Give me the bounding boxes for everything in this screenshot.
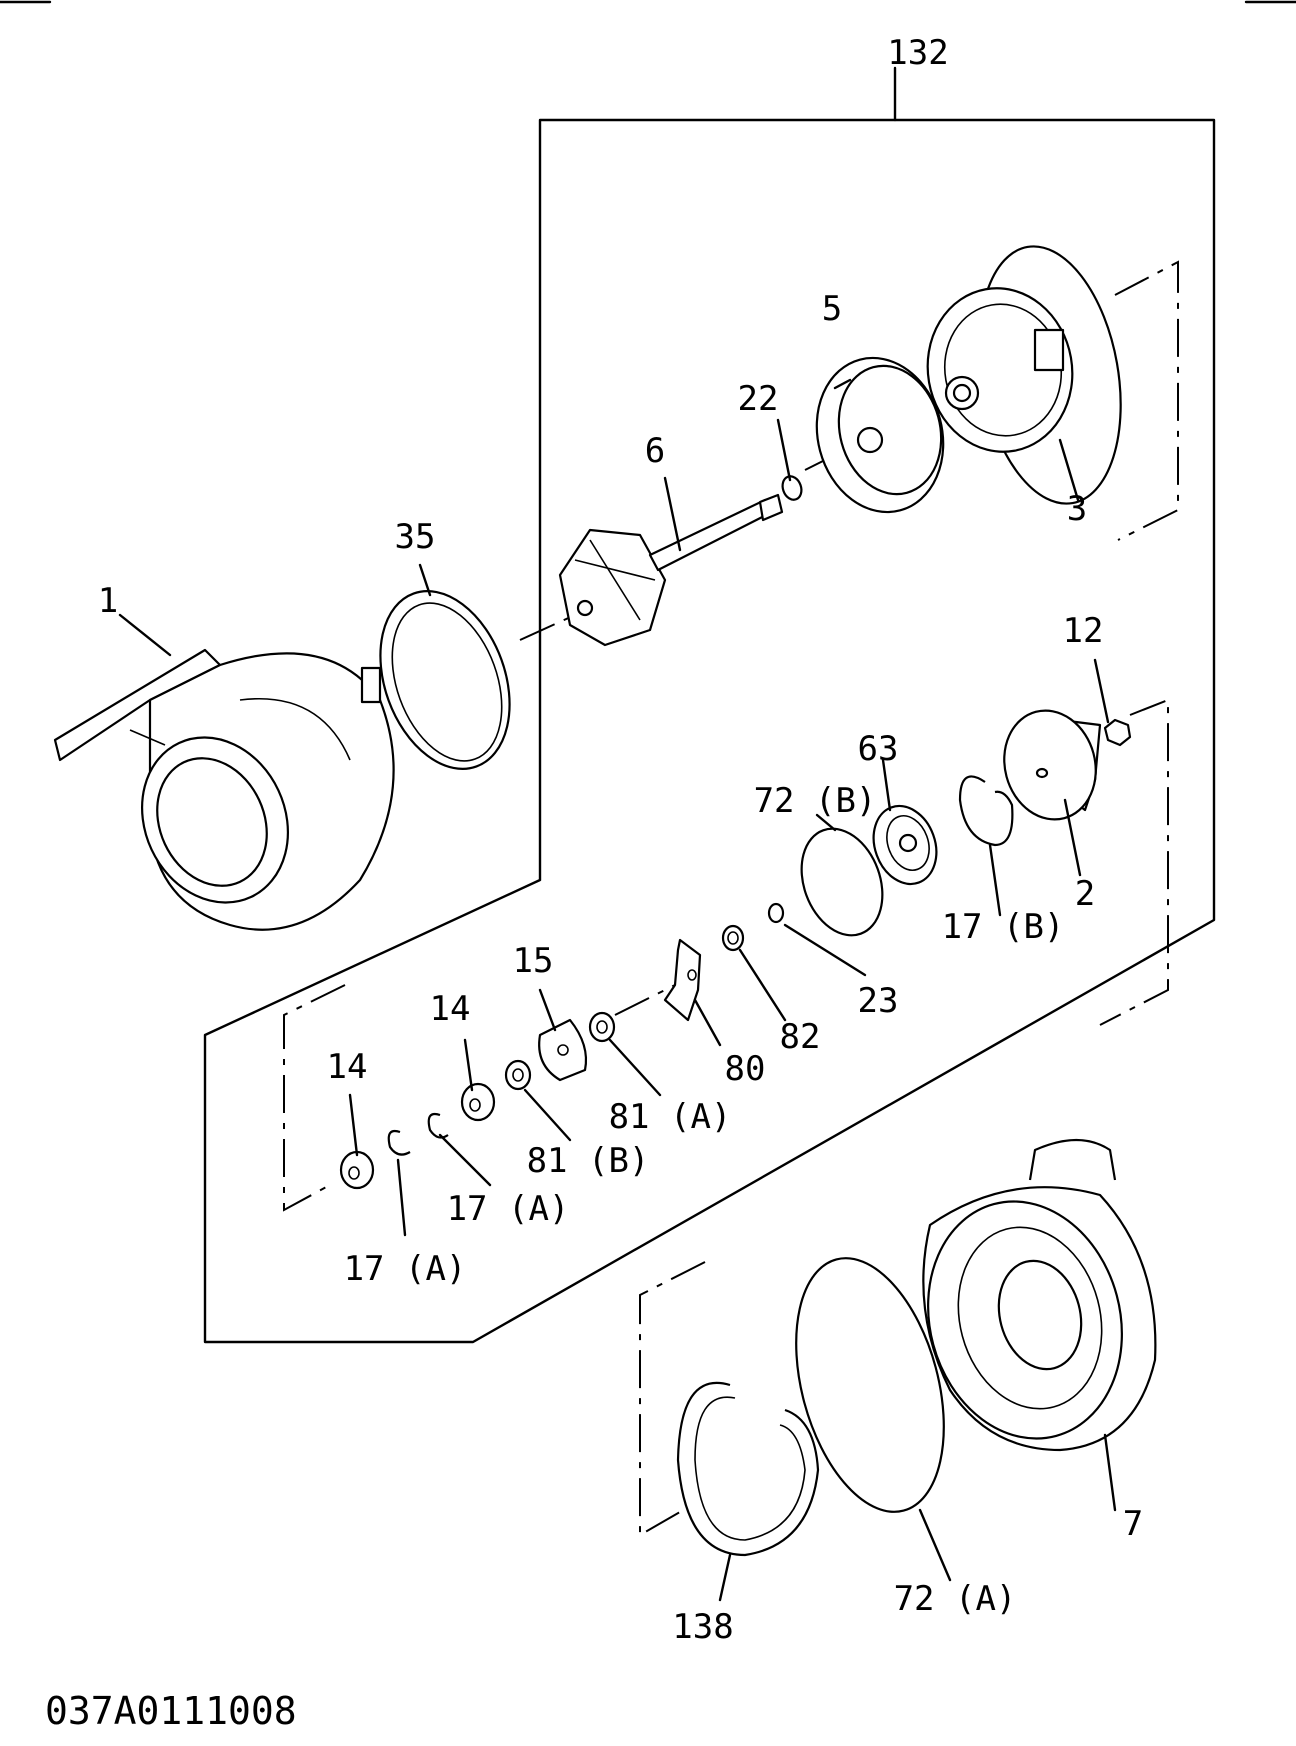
label-17b: 17 (B) <box>942 907 1065 947</box>
label-80: 80 <box>725 1049 766 1089</box>
label-14-upper: 14 <box>430 989 471 1029</box>
label-72b: 72 (B) <box>754 781 877 821</box>
heat-shield <box>815 356 945 514</box>
label-15: 15 <box>513 941 554 981</box>
label-81a: 81 (A) <box>609 1097 732 1137</box>
label-23: 23 <box>858 981 899 1021</box>
nut <box>1103 718 1132 747</box>
label-72a: 72 (A) <box>894 1579 1017 1619</box>
turbine-wheel-shaft <box>558 493 784 647</box>
label-81b: 81 (B) <box>527 1141 650 1181</box>
label-5: 5 <box>822 289 842 329</box>
snap-ring-17b <box>958 775 1014 847</box>
label-17a-upper: 17 (A) <box>447 1189 570 1229</box>
label-35: 35 <box>395 517 436 557</box>
axis-lines <box>519 449 846 1016</box>
label-7: 7 <box>1123 1504 1143 1544</box>
compressor-wheel <box>1003 709 1102 821</box>
label-3: 3 <box>1067 489 1087 529</box>
ring-22 <box>781 475 803 501</box>
journal-bearing-14-upper <box>460 1082 496 1122</box>
label-1: 1 <box>98 581 118 621</box>
thrust-collar-81b <box>504 1059 532 1091</box>
label-22: 22 <box>738 379 779 419</box>
snap-ring-17a-lower <box>387 1129 411 1156</box>
drawing-code: 037A0111008 <box>45 1689 297 1733</box>
label-63: 63 <box>858 729 899 769</box>
label-17a-lower: 17 (A) <box>344 1249 467 1289</box>
label-6: 6 <box>645 431 665 471</box>
label-82: 82 <box>780 1017 821 1057</box>
cartridge-assembly-boundary <box>203 66 1216 1344</box>
thrust-bearing <box>538 1018 588 1082</box>
v-band-clamp <box>360 590 511 770</box>
label-138: 138 <box>672 1607 733 1647</box>
seal-ring-63 <box>872 804 938 886</box>
leader-lines <box>118 378 1117 1602</box>
part-labels: 132 5 22 6 3 35 1 12 63 72 (B) 2 17 (B) … <box>98 33 1143 1647</box>
snap-ring-17a-upper <box>427 1112 449 1139</box>
bearing-housing <box>926 245 1122 505</box>
o-ring-72b <box>800 827 884 937</box>
washer-82 <box>721 924 745 952</box>
retaining-ring-138 <box>676 1381 820 1557</box>
ring-23 <box>767 902 785 924</box>
journal-bearing-14-lower <box>339 1150 375 1190</box>
oil-deflector <box>663 938 702 1022</box>
subgroup-outlines <box>283 260 1179 1537</box>
label-132: 132 <box>887 33 948 73</box>
turbine-housing <box>53 648 395 931</box>
compressor-housing <box>922 1138 1157 1452</box>
o-ring-72a <box>795 1257 945 1513</box>
thrust-collar-81a <box>588 1011 616 1043</box>
label-14-lower: 14 <box>327 1047 368 1087</box>
label-2: 2 <box>1075 874 1095 914</box>
label-12: 12 <box>1063 611 1104 651</box>
